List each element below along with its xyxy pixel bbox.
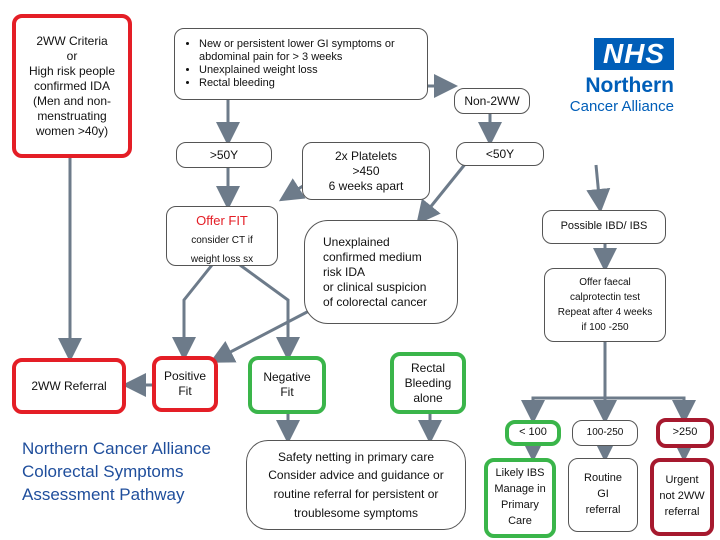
positive-fit-line: Fit [178,384,192,398]
routine-gi-line: GI [597,488,609,501]
unexplained-ida-box: Unexplained confirmed medium risk IDA or… [304,220,458,324]
likely-ibs-box: Likely IBS Manage in Primary Care [484,458,556,538]
cal-low-box: < 100 [505,420,561,446]
offer-fit-note: consider CT if [191,235,253,247]
negative-fit-box: Negative Fit [248,356,326,414]
cal-low-label: < 100 [519,426,547,439]
arrow-under50-to-ida [416,157,472,225]
symptoms-list: New or persistent lower GI symptoms or a… [183,38,419,91]
ida-line: risk IDA [323,264,365,279]
safety-netting-box: Safety netting in primary care Consider … [246,440,466,530]
criteria-line: menstruating [37,108,107,123]
likely-ibs-line: Care [508,514,532,527]
routine-gi-line: referral [585,503,621,516]
platelets-line: 2x Platelets [334,148,398,163]
criteria-2ww-box: 2WW Criteria or High risk people confirm… [12,14,132,158]
ida-line: or clinical suspicion [323,279,427,294]
non-2ww-box: Non-2WW [454,88,530,114]
safety-line: routine referral for persistent or [273,487,439,501]
ida-line: confirmed medium [323,249,422,264]
negative-fit-line: Fit [280,385,294,399]
pathway-title-line: Northern Cancer Alliance [22,439,211,458]
non-2ww-label: Non-2WW [464,93,520,108]
likely-ibs-line: Manage in [494,483,546,496]
criteria-line: 2WW Criteria [36,33,108,48]
cal-mid-box: 100-250 [572,420,638,446]
arrow-under50-to-ibd [586,164,611,213]
nhs-logo: NHS [594,38,674,70]
cal-mid-label: 100-250 [586,426,624,438]
offer-fit-box: Offer FIT consider CT if weight loss sx [166,206,278,266]
urgent-line: Urgent [665,474,699,487]
logo-line1: Northern [585,74,674,97]
calprotectin-line: calprotectin test [569,292,641,303]
under-50-label: <50Y [485,146,515,161]
routine-gi-box: Routine GI referral [568,458,638,532]
possible-ibd-box: Possible IBD/ IBS [542,210,666,244]
symptom-item: Rectal bleeding [199,77,419,90]
negative-fit-line: Negative [263,370,311,384]
arrow-fit-to-negative [239,263,300,361]
calprotectin-line: if 100 -250 [581,322,629,333]
positive-fit-line: Positive [163,369,207,383]
pathway-title-line: Colorectal Symptoms [22,461,184,481]
symptoms-box: New or persistent lower GI symptoms or a… [174,28,428,100]
criteria-line: High risk people [28,63,116,78]
calprotectin-line: Offer faecal [579,277,631,288]
safety-line: Safety netting in primary care [277,449,435,464]
arrow-cal-to-high [605,396,696,424]
over-50-label: >50Y [209,147,239,162]
safety-line: troublesome symptoms [293,505,419,520]
cal-high-box: >250 [656,418,714,448]
platelets-line: >450 [352,163,380,178]
platelets-line: 6 weeks apart [328,178,404,193]
calprotectin-line: Repeat after 4 weeks [557,307,653,318]
possible-ibd-label: Possible IBD/ IBS [560,220,648,233]
pathway-title: Northern Cancer Alliance Colorectal Symp… [22,438,242,507]
under-50-box: <50Y [456,142,544,166]
cal-high-label: >250 [672,426,698,439]
criteria-line: women >40y) [35,123,109,138]
urgent-referral-box: Urgent not 2WW referral [650,458,714,536]
rectal-bleeding-box: Rectal Bleeding alone [390,352,466,414]
offer-fit-note: weight loss sx [190,253,254,265]
offer-fit-title: Offer FIT [196,213,248,228]
calprotectin-box: Offer faecal calprotectin test Repeat af… [544,268,666,342]
ida-line: Unexplained [323,234,390,249]
symptom-item: Unexplained weight loss [199,64,419,77]
symptom-item: New or persistent lower GI symptoms or a… [199,38,419,64]
referral-2ww-box: 2WW Referral [12,358,126,414]
referral-2ww-label: 2WW Referral [31,378,107,393]
logo-line2: Cancer Alliance [569,98,674,115]
criteria-line: or [66,48,78,63]
positive-fit-box: Positive Fit [152,356,218,412]
likely-ibs-line: Likely IBS [495,467,545,480]
criteria-line: (Men and non- [32,93,112,108]
northern-cancer-alliance-logo: Northern Cancer Alliance [560,74,720,115]
criteria-line: confirmed IDA [33,78,111,93]
platelets-box: 2x Platelets >450 6 weeks apart [302,142,430,200]
urgent-line: not 2WW [659,490,705,503]
ida-line: of colorectal cancer [323,294,428,309]
arrow-fit-to-positive [172,264,214,361]
urgent-line: referral [664,505,700,518]
likely-ibs-line: Primary [501,499,539,511]
routine-gi-line: Routine [584,472,622,485]
safety-line: Consider advice and guidance or [268,468,444,483]
arrow-cal-to-low [521,342,607,424]
pathway-title-line: Assessment Pathway [22,484,185,504]
rectal-line: Rectal [410,360,445,375]
rectal-line: alone [413,390,443,405]
rectal-line: Bleeding [404,375,452,390]
over-50-box: >50Y [176,142,272,168]
